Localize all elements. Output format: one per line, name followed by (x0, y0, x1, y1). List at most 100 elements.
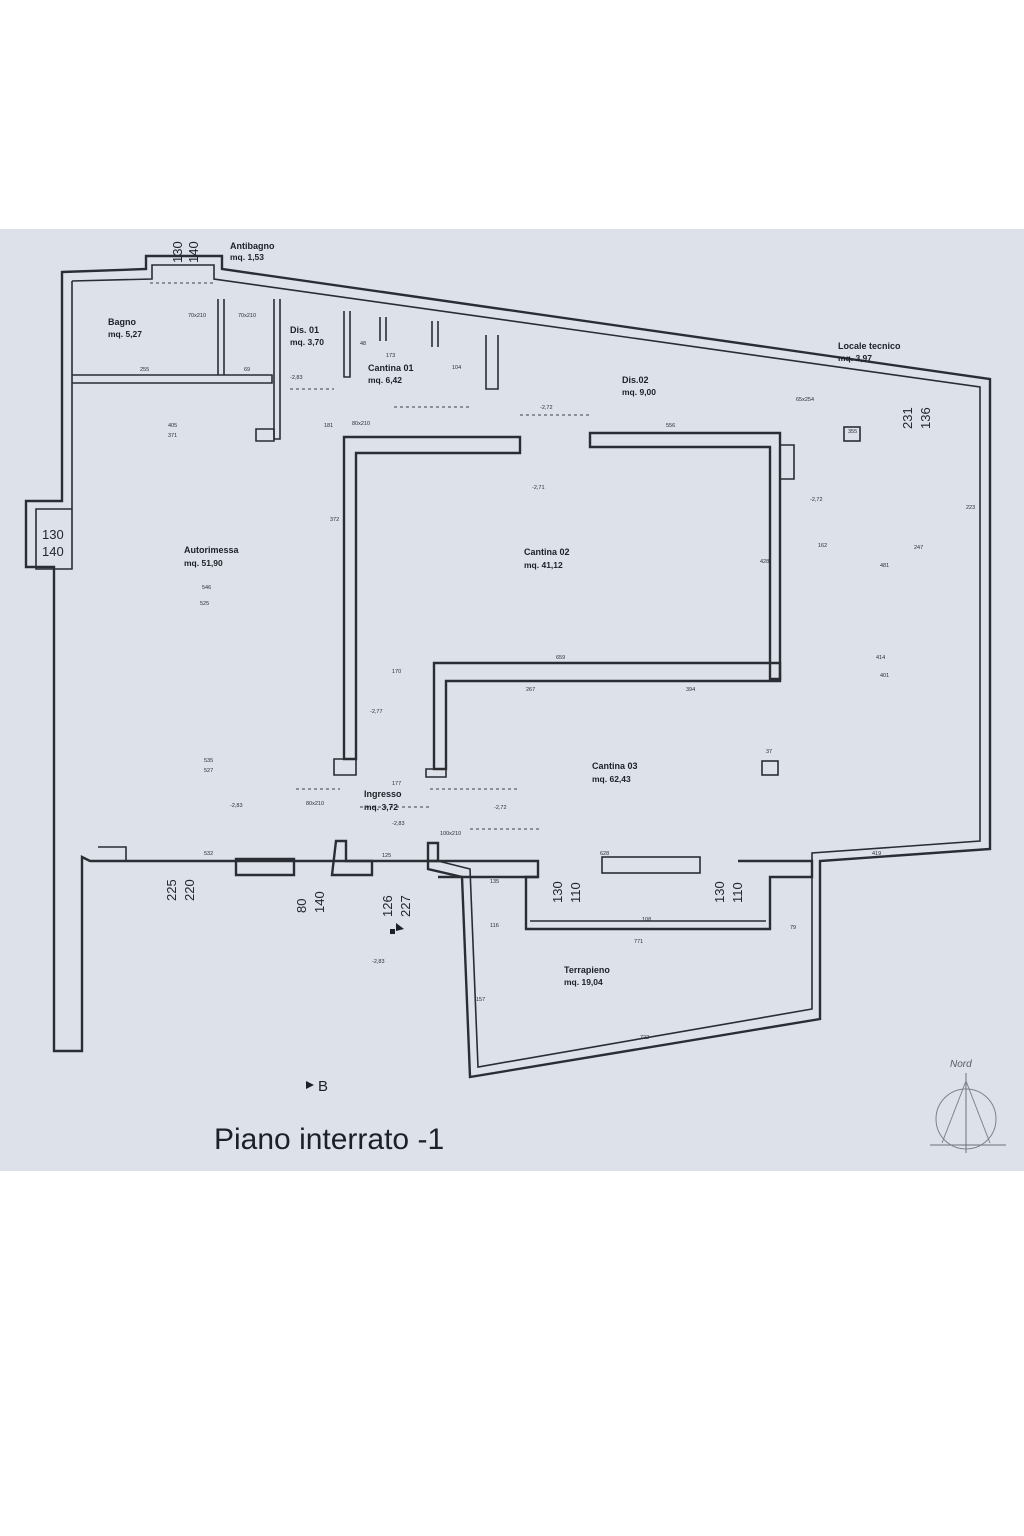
room-cantina03-area: mq. 62,43 (592, 774, 631, 784)
terr-window2-b: 110 (730, 882, 745, 903)
section-marker: B (306, 1078, 328, 1095)
entrance-arrow-icon (390, 923, 404, 934)
level-tecnico: -2,72 (810, 497, 823, 503)
dim-garage-535: 535 (204, 758, 213, 764)
plan-sheet: Antibagno mq. 1,53 Bagno mq. 5,27 Dis. 0… (0, 229, 1024, 1171)
room-dis01-area: mq. 3,70 (290, 337, 324, 347)
room-labels: Antibagno mq. 1,53 Bagno mq. 5,27 Dis. 0… (108, 241, 901, 987)
dim-ingresso-125: 125 (382, 853, 391, 859)
terr-window1-b: 110 (568, 882, 583, 903)
terr-window2-a: 130 (712, 881, 727, 903)
outer-walls (24, 254, 992, 1079)
dim-garage-525: 525 (200, 601, 209, 607)
small-dimensions: 255 70x210 70x210 69 173 48 104 405 371 … (140, 313, 975, 1041)
room-terrapieno-area: mq. 19,04 (564, 977, 603, 987)
dim-tech-401: 401 (880, 673, 889, 679)
entry-door-b: 227 (398, 895, 413, 917)
room-cantina01-area: mq. 6,42 (368, 375, 402, 385)
plan-caption: Piano interrato -1 (214, 1123, 444, 1156)
dim-cantina03-267: 267 (526, 687, 535, 693)
level-dis01: -2,83 (290, 375, 303, 381)
dim-cantina03-419: 419 (872, 851, 881, 857)
dim-cantina01-width: 173 (386, 353, 395, 359)
dim-ingresso-170: 170 (392, 669, 401, 675)
dim-tech-223: 223 (966, 505, 975, 511)
dim-terr-79: 79 (790, 925, 796, 931)
top-window-a: 130 (170, 241, 185, 263)
level-garage: -2,83 (230, 803, 243, 809)
dim-ingresso-177: 177 (392, 781, 401, 787)
room-dis02-name: Dis.02 (622, 375, 649, 385)
room-antibagno-area: mq. 1,53 (230, 252, 264, 262)
dim-tech-162: 162 (818, 543, 827, 549)
section-marker-label: B (318, 1078, 328, 1095)
dim-garage-546: 546 (202, 585, 211, 591)
dim-tech-247: 247 (914, 545, 923, 551)
dim-cantina02-top: 556 (666, 423, 675, 429)
dim-antibagno-door: 70x210 (238, 313, 256, 319)
level-ingresso: -2,83 (392, 821, 405, 827)
left-window-a: 130 (42, 527, 64, 542)
dim-tech-414: 414 (876, 655, 885, 661)
garage-door-b: 220 (182, 879, 197, 901)
dim-door-3: 100x210 (440, 831, 461, 837)
level-exterior: -2,83 (372, 959, 385, 965)
dim-bagno-width: 255 (140, 367, 149, 373)
dim-terr-157: 157 (476, 997, 485, 1003)
garage-door-a: 225 (164, 879, 179, 901)
dim-door-2: 80x210 (306, 801, 324, 807)
dim-tech-481: 481 (880, 563, 889, 569)
dim-cantina02-181: 181 (324, 423, 333, 429)
door-markers (150, 282, 590, 830)
terr-window1-a: 130 (550, 881, 565, 903)
dim-door-1: 80x210 (352, 421, 370, 427)
north-label: Nord (950, 1059, 972, 1070)
room-bagno-area: mq. 5,27 (108, 329, 142, 339)
dim-terr-116: 116 (490, 923, 499, 929)
room-cantina03-name: Cantina 03 (592, 761, 638, 771)
tech-window-a: 231 (900, 407, 915, 429)
dim-garage-405: 405 (168, 423, 177, 429)
dim-terr-722: 722 (640, 1035, 649, 1041)
level-cantina03: -2,72 (494, 805, 507, 811)
room-cantina02-name: Cantina 02 (524, 547, 570, 557)
dim-garage-532: 532 (204, 851, 213, 857)
dim-cantina03-37: 37 (766, 749, 772, 755)
entry-left-b: 140 (312, 891, 327, 913)
entry-left-a: 80 (294, 899, 309, 913)
room-cantina01-name: Cantina 01 (368, 363, 414, 373)
top-window-b: 140 (186, 241, 201, 263)
north-compass-icon: Nord (930, 1059, 1006, 1153)
dim-garage-527: 527 (204, 768, 213, 774)
section-arrow-icon (306, 1081, 314, 1089)
dim-door-4: 65x254 (796, 397, 814, 403)
dim-bagno-door: 70x210 (188, 313, 206, 319)
room-locale-tecnico-name: Locale tecnico (838, 341, 901, 351)
room-antibagno-name: Antibagno (230, 241, 275, 251)
room-cantina02-area: mq. 41,12 (524, 560, 563, 570)
room-autorimessa-name: Autorimessa (184, 545, 240, 555)
dim-cantina02-side: 428 (760, 559, 769, 565)
room-locale-tecnico-area: mq. 3,97 (838, 353, 872, 363)
dim-cantina03-394: 394 (686, 687, 695, 693)
level-cantina02: -2,71 (532, 485, 545, 491)
dim-cantina02-372: 372 (330, 517, 339, 523)
room-autorimessa-area: mq. 51,90 (184, 558, 223, 568)
dim-cantina01-d1: 48 (360, 341, 366, 347)
floor-levels: -2,83 -2,72 -2,71 -2,72 -2,77 -2,83 -2,8… (230, 375, 823, 965)
floor-plan: Antibagno mq. 1,53 Bagno mq. 5,27 Dis. 0… (24, 241, 1006, 1156)
level-dis02: -2,72 (540, 405, 553, 411)
dim-terr-135: 135 (490, 879, 499, 885)
dim-tech-355: 355 (848, 429, 857, 435)
room-terrapieno-name: Terrapieno (564, 965, 610, 975)
room-ingresso-area: mq. 3,72 (364, 802, 398, 812)
level-ingresso-north: -2,77 (370, 709, 383, 715)
dim-cantina01-d2: 104 (452, 365, 461, 371)
room-ingresso-name: Ingresso (364, 789, 402, 799)
interior-walls (72, 299, 861, 931)
dim-cantina02-bottom: 659 (556, 655, 565, 661)
tech-window-b: 136 (918, 407, 933, 429)
dim-antibagno-width: 69 (244, 367, 250, 373)
room-dis01-name: Dis. 01 (290, 325, 319, 335)
left-window-b: 140 (42, 544, 64, 559)
